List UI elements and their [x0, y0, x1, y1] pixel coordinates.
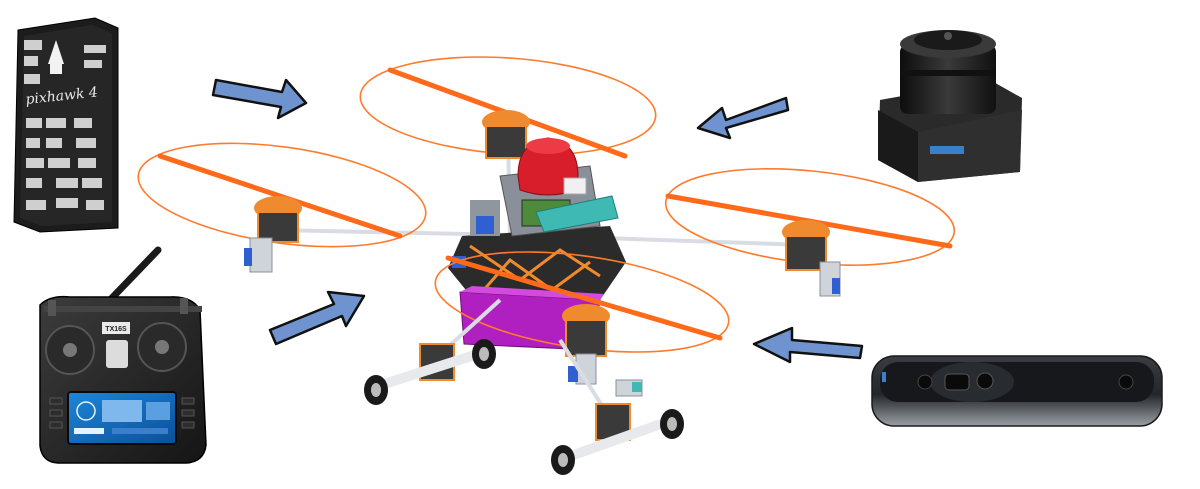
- transmitter-antenna: [106, 246, 162, 304]
- lidar-sensor: [878, 30, 1022, 182]
- propeller-right: [664, 168, 956, 297]
- propeller-front: [434, 251, 730, 385]
- propeller-left: [137, 142, 427, 273]
- arrow-right-icon: [268, 290, 366, 346]
- camera-right-lens: [1118, 374, 1134, 390]
- depth-camera: [871, 355, 1163, 427]
- pixhawk-connectors: [24, 40, 106, 210]
- pixhawk-arrow-logo-icon: [48, 40, 64, 64]
- lidar-indicator: [930, 146, 964, 154]
- center-emblem: [106, 340, 128, 368]
- propeller-top: [359, 56, 657, 159]
- arrow-left-icon: [752, 326, 864, 364]
- arrow-left-icon: [696, 96, 790, 140]
- camera-rgb-lens: [976, 372, 994, 390]
- transmitter-brand-label: TX16S: [105, 326, 127, 333]
- arrow-lidar-to-drone: [696, 96, 790, 140]
- arrow-transmitter-to-drone: [268, 290, 366, 346]
- drone-frame: [448, 137, 626, 300]
- radio-transmitter: TX16S: [39, 246, 207, 464]
- pixhawk-brand-label: pixhawk 4: [25, 84, 99, 107]
- lidar-rotating-head: [900, 44, 996, 114]
- companion-computer: [535, 195, 619, 233]
- arrow-camera-to-drone: [752, 326, 864, 364]
- camera-left-lens: [917, 374, 933, 390]
- quadrotor-drone: [137, 56, 956, 475]
- arrow-pixhawk-to-drone: [211, 78, 308, 120]
- pixhawk-flight-controller: pixhawk 4: [13, 17, 119, 233]
- arrow-right-icon: [211, 78, 308, 120]
- landing-gear: [364, 298, 684, 475]
